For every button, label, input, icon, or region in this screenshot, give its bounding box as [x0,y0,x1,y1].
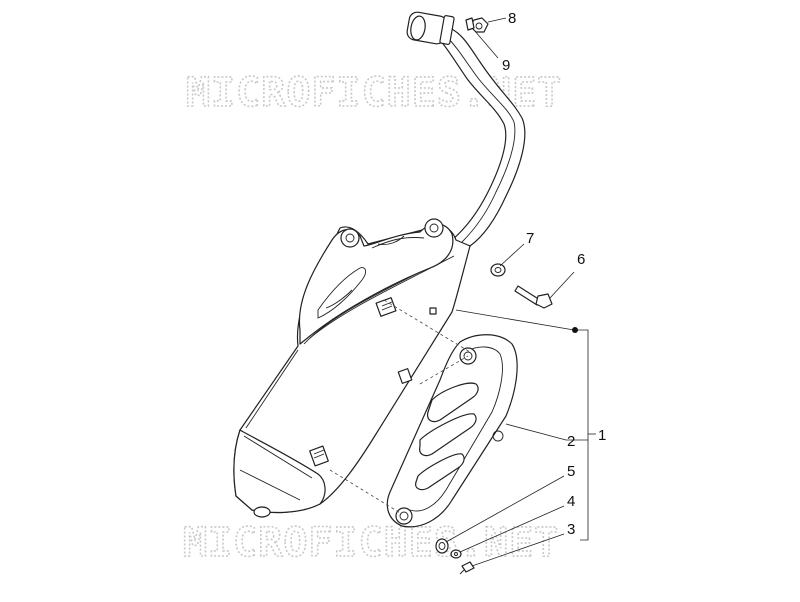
part-2-heat-shield [386,334,518,528]
watermark-bottom: MICROFICHES.NET [183,520,559,566]
callout-6: 6 [577,251,585,268]
callout-5: 5 [567,463,575,480]
callout-3: 3 [567,521,575,538]
exhaust-pipe [439,27,526,247]
part-7-washer [490,263,506,277]
callout-9: 9 [502,57,510,74]
alignment-line-1 [383,299,471,353]
part-5-nut [435,538,449,554]
part-9-gasket [465,17,475,31]
callout-1: 1 [598,427,606,444]
group-dot [572,327,578,333]
leader-lines [445,17,596,567]
part-4-washer [450,549,462,559]
part-3-screw [459,561,475,575]
callout-7: 7 [526,230,534,247]
pipe-flange [406,11,455,45]
part-6-bolt [514,285,553,309]
callout-8: 8 [508,10,516,27]
alignment-line-2 [329,469,403,515]
callout-2: 2 [567,433,575,450]
muffler-body [233,218,471,518]
callout-4: 4 [567,493,575,510]
